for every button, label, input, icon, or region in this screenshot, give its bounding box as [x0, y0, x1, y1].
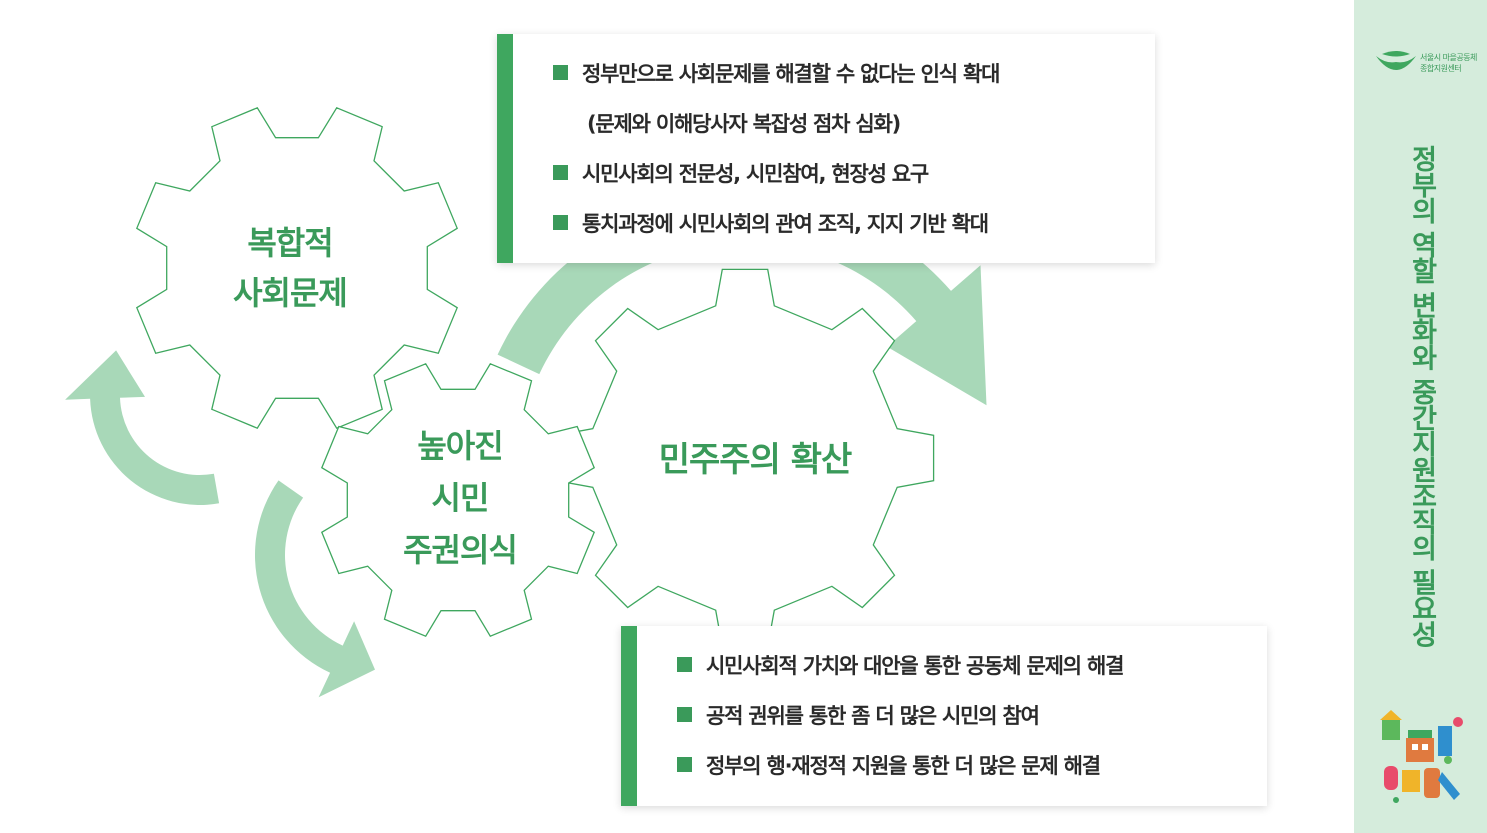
callout-item-text: 통치과정에 시민사회의 관여 조직, 지지 기반 확대 [582, 212, 989, 236]
callout-item-text: (문제와 이해당사자 복잡성 점차 심화) [587, 112, 901, 136]
callout-item: 시민사회적 가치와 대안을 통한 공동체 문제의 해결 [677, 648, 1267, 698]
complex-problems-label: 복합적 사회문제 [175, 218, 405, 318]
democracy-text: 민주주의 확산 [658, 440, 853, 480]
square-bullet-icon [677, 757, 692, 772]
logo-line: 종합지원센터 [1420, 64, 1462, 73]
callout-item-text: 정부의 행·재정적 지원을 통한 더 많은 문제 해결 [706, 754, 1101, 778]
citizen-sovereignty-line: 시민 [431, 479, 490, 517]
bottom-callout-box: 시민사회적 가치와 대안을 통한 공동체 문제의 해결 공적 권위를 통한 좀 … [621, 626, 1267, 806]
democracy-label: 민주주의 확산 [610, 435, 900, 485]
sidebar: 서울시 마을공동체 종합지원센터 정부의 역할 변화와 중간지원조직의 필요성 [1354, 0, 1487, 833]
square-bullet-icon [553, 215, 568, 230]
lower-cycle-arrow [254, 480, 375, 698]
callout-item: 정부의 행·재정적 지원을 통한 더 많은 문제 해결 [677, 748, 1267, 798]
top-callout-box: 정부만으로 사회문제를 해결할 수 없다는 인식 확대 (문제와 이해당사자 복… [497, 34, 1155, 263]
complex-problems-line: 복합적 [247, 224, 333, 262]
complex-problems-line: 사회문제 [233, 274, 348, 312]
sidebar-title: 정부의 역할 변화와 중간지원조직의 필요성 [1406, 145, 1437, 647]
citizen-sovereignty-gear [320, 362, 596, 638]
callout-item: 정부만으로 사회문제를 해결할 수 없다는 인식 확대 [553, 56, 1155, 106]
square-bullet-icon [553, 165, 568, 180]
democracy-gear [555, 268, 935, 648]
callout-item: 시민사회의 전문성, 시민참여, 현장성 요구 [553, 156, 1155, 206]
square-bullet-icon [677, 707, 692, 722]
citizen-sovereignty-label: 높아진 시민 주권의식 [345, 420, 575, 576]
citizen-sovereignty-line: 높아진 [417, 427, 503, 465]
callout-item-text: 정부만으로 사회문제를 해결할 수 없다는 인식 확대 [582, 62, 1000, 86]
callout-item-sub: (문제와 이해당사자 복잡성 점차 심화) [553, 106, 1155, 156]
callout-item-text: 시민사회적 가치와 대안을 통한 공동체 문제의 해결 [706, 654, 1124, 678]
square-bullet-icon [553, 65, 568, 80]
citizen-sovereignty-line: 주권의식 [403, 531, 518, 569]
village-illustration-icon [1380, 710, 1463, 803]
complex-problems-gear [135, 106, 459, 430]
logo-text: 서울시 마을공동체 종합지원센터 [1420, 52, 1477, 74]
logo-line: 서울시 마을공동체 [1420, 53, 1477, 62]
callout-item-text: 공적 권위를 통한 좀 더 많은 시민의 참여 [706, 704, 1040, 728]
callout-item-text: 시민사회의 전문성, 시민참여, 현장성 요구 [582, 162, 929, 186]
left-cycle-arrow [65, 350, 220, 505]
logo-icon [1376, 51, 1416, 70]
callout-item: 공적 권위를 통한 좀 더 많은 시민의 참여 [677, 698, 1267, 748]
square-bullet-icon [677, 657, 692, 672]
callout-item: 통치과정에 시민사회의 관여 조직, 지지 기반 확대 [553, 206, 1155, 256]
